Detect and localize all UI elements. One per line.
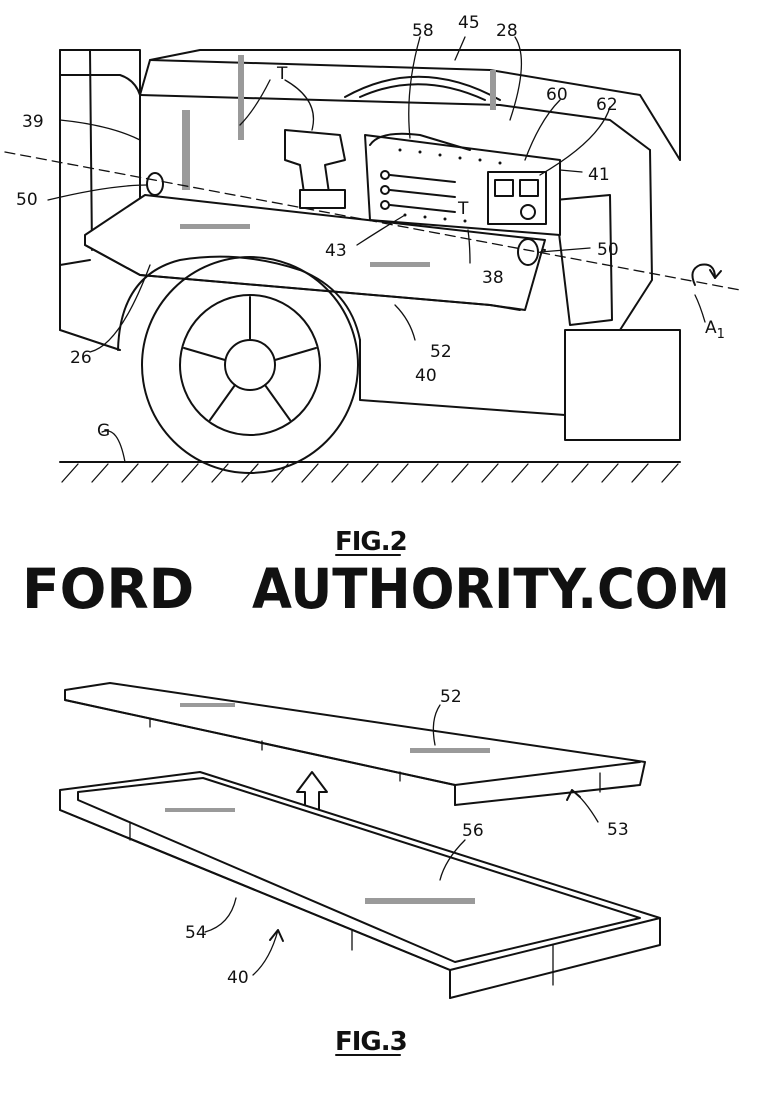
ground-hatching [62,464,678,482]
fig3-drawing [60,683,660,998]
rear-bumper [565,330,680,440]
shade-bar [165,808,235,812]
spare-tire-inner [360,84,485,100]
ref-label: 40 [415,366,437,386]
ref-label: 54 [185,923,207,943]
ref-label: 62 [596,95,618,115]
shade-bar [238,55,244,140]
drill-battery [300,190,345,208]
shade-bar [370,262,430,267]
dial-knob [521,205,535,219]
cab-window-line [60,75,140,95]
shade-bar [180,703,235,707]
ref-label: 60 [546,85,568,105]
watermark: FORD AUTHORITY.COM [22,557,730,621]
bed-right-wall [620,150,652,330]
shade-bar [182,110,190,190]
ref-label: 56 [462,821,484,841]
watermark-ford: FORD [22,557,194,621]
lower-body [60,260,90,330]
ref-label: 26 [70,348,92,368]
ref-label: 50 [16,190,38,210]
hub [225,340,275,390]
ref-label: 58 [412,21,434,41]
outlet [495,180,513,196]
ref-label: 38 [482,268,504,288]
ref-label: 41 [588,165,610,185]
ref-label: 52 [430,342,452,362]
ref-label: G [97,421,110,441]
figure-caption-fig2: FIG.2 [335,527,407,557]
fig2-drawing [5,37,740,482]
cab-corner [60,50,140,190]
ref-label: 43 [325,241,347,261]
hinge-50-left [147,173,163,195]
ref-label: 40 [227,968,249,988]
wheel-spokes [184,297,316,420]
ref-label: 53 [607,820,629,840]
ref-label: 50 [597,240,619,260]
ref-label: 39 [22,112,44,132]
ref-label: 45 [458,13,480,33]
tail-lamp [555,195,612,325]
figure-caption-fig3: FIG.3 [335,1027,407,1057]
outlet [520,180,538,196]
watermark-authority: AUTHORITY.COM [252,557,730,621]
shade-bar [410,748,490,753]
shade-bar [180,224,250,229]
ref-label: T [276,64,288,84]
rocker-line [360,340,565,415]
ref-label: T [457,199,469,219]
tray-40 [60,772,660,998]
ref-label: 52 [440,687,462,707]
cab-panel-line [90,50,92,250]
ref-label: A1 [705,318,725,342]
shade-bar [490,70,496,110]
ref-label: 28 [496,21,518,41]
rotation-arrow [692,265,715,285]
hinge-50-right [518,239,538,265]
shade-bar [365,898,475,904]
